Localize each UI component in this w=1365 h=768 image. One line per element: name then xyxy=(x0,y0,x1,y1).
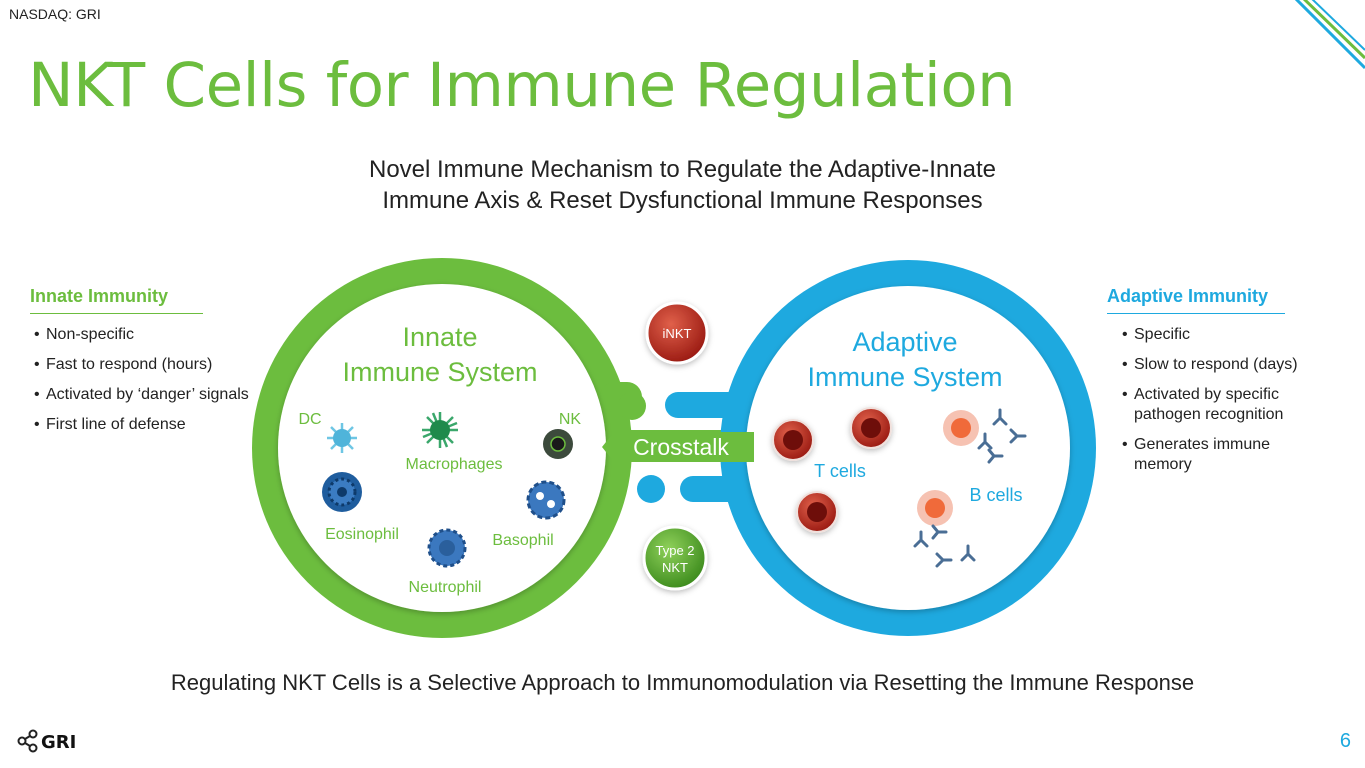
subtitle: Novel Immune Mechanism to Regulate the A… xyxy=(300,154,1065,216)
innate-system-title-1: Innate xyxy=(402,322,477,352)
dc-cell-icon xyxy=(327,423,357,453)
inkt-label: iNKT xyxy=(663,326,692,341)
b-cell-icon xyxy=(917,490,953,526)
b-cell-icon xyxy=(943,410,979,446)
list-item: Specific xyxy=(1122,325,1332,345)
corner-stripes-decoration xyxy=(1295,0,1365,70)
ticker-label: NASDAQ: GRI xyxy=(9,6,101,22)
inkt-cell xyxy=(645,301,709,365)
subtitle-line-2: Immune Axis & Reset Dysfunctional Immune… xyxy=(382,187,983,214)
page-number: 6 xyxy=(1339,730,1351,752)
innate-circle xyxy=(278,284,606,612)
type2-label-1: Type 2 xyxy=(655,543,694,558)
footer-statement: Regulating NKT Cells is a Selective Appr… xyxy=(170,670,1195,695)
subtitle-line-1: Novel Immune Mechanism to Regulate the A… xyxy=(368,156,996,183)
list-item: Non-specific xyxy=(34,325,249,345)
innate-immunity-heading: Innate Immunity xyxy=(30,286,203,314)
basophil-cell-icon xyxy=(526,480,566,520)
list-item: Activated by ‘danger’ signals xyxy=(34,385,249,405)
macrophages-label: Macrophages xyxy=(406,456,503,473)
t-cell-icon xyxy=(772,419,814,461)
logo-text: GRI xyxy=(41,732,76,753)
neutrophil-label: Neutrophil xyxy=(409,579,482,596)
t-cells-label: T cells xyxy=(814,461,866,481)
adaptive-system-title-1: Adaptive xyxy=(852,327,957,357)
gri-logo: GRI xyxy=(17,729,76,753)
neutrophil-cell-icon xyxy=(427,528,467,568)
macrophage-cell-icon xyxy=(422,412,458,448)
adaptive-immunity-list: Specific Slow to respond (days) Activate… xyxy=(1122,325,1332,485)
list-item: Fast to respond (hours) xyxy=(34,355,249,375)
dc-label: DC xyxy=(298,411,321,428)
t-cell-icon xyxy=(796,491,838,533)
antibody-icons xyxy=(913,408,1027,568)
crosstalk-label: Crosstalk xyxy=(633,434,729,460)
nk-cell-icon xyxy=(543,429,573,459)
page-title: NKT Cells for Immune Regulation xyxy=(28,50,1016,121)
eosinophil-label: Eosinophil xyxy=(325,526,399,543)
t-cell-icon xyxy=(850,407,892,449)
type2-nkt-cell xyxy=(642,525,708,591)
list-item: Generates immune memory xyxy=(1122,435,1332,475)
list-item: Slow to respond (days) xyxy=(1122,355,1332,375)
adaptive-immunity-heading: Adaptive Immunity xyxy=(1107,286,1285,314)
eosinophil-cell-icon xyxy=(322,472,362,512)
adaptive-system-title-2: Immune System xyxy=(807,362,1002,392)
innate-immunity-list: Non-specific Fast to respond (hours) Act… xyxy=(34,325,249,445)
type2-label-2: NKT xyxy=(662,560,688,575)
list-item: First line of defense xyxy=(34,415,249,435)
b-cells-label: B cells xyxy=(969,485,1022,505)
basophil-label: Basophil xyxy=(492,532,553,549)
nk-label: NK xyxy=(559,411,582,428)
list-item: Activated by specific pathogen recogniti… xyxy=(1122,385,1332,425)
innate-system-title-2: Immune System xyxy=(342,357,537,387)
crosstalk-bar xyxy=(614,432,754,462)
